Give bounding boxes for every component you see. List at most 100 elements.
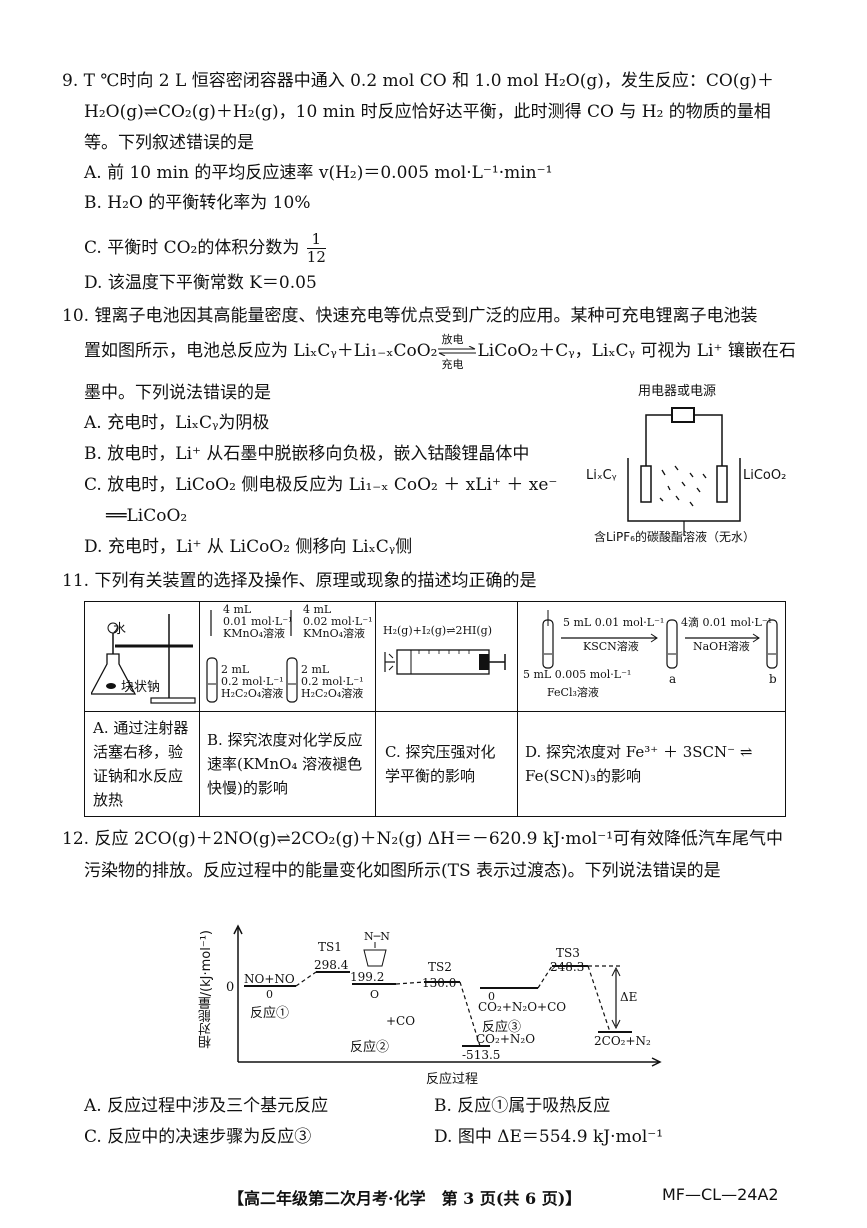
cell-d-desc: Fe(SCN)₃的影响: [525, 767, 642, 785]
table-divider: [85, 711, 785, 712]
cell-b-label: H₂C₂O₄溶液: [301, 687, 364, 700]
cell-b-label: 0.2 mol·L⁻¹: [221, 675, 284, 688]
cell-d-label: 5 mL 0.005 mol·L⁻¹: [523, 668, 632, 681]
label-delta-e: ΔE: [620, 990, 638, 1004]
cell-b-label: 4 mL: [303, 603, 332, 616]
q9-line2: H₂O(g)⇌CO₂(g)＋H₂(g)，10 min 时反应恰好达平衡，此时测得…: [84, 102, 771, 122]
cell-d-label: a: [669, 672, 677, 686]
cell-c-desc: 学平衡的影响: [385, 767, 476, 785]
cell-b-desc: B. 探究浓度对化学反应: [207, 731, 363, 749]
q10-arrow-icon: [438, 346, 477, 356]
q12-line2: 污染物的排放。反应过程中的能量变化如图所示(TS 表示过渡态)。下列说法错误的是: [84, 861, 721, 881]
q9-line1: 9. T ℃时向 2 L 恒容密闭容器中通入 0.2 mol CO 和 1.0 …: [62, 71, 774, 91]
cell-b-desc: 速率(KMnO₄ 溶液褪色: [207, 755, 363, 773]
q12-option-c: C. 反应中的决速步骤为反应③: [84, 1127, 312, 1147]
cell-a-label-sodium: 块状钠: [121, 680, 161, 695]
cell-a-desc: A. 通过注射器: [93, 719, 189, 737]
label-ts1: TS1: [318, 940, 342, 954]
q9-fraction-numerator: 1: [306, 231, 326, 249]
q10-option-b: B. 放电时，Li⁺ 从石墨中脱嵌移向负极，嵌入钴酸锂晶体中: [84, 444, 530, 464]
cell-c-desc: C. 探究压强对化: [385, 743, 496, 761]
cell-b-label: 2 mL: [301, 663, 330, 676]
label-co2-n2o: CO₂+N₂O: [476, 1032, 536, 1046]
cell-b-label: 4 mL: [223, 603, 252, 616]
energy-xlabel: 反应过程: [426, 1072, 479, 1087]
q10-arrow-top: 放电: [441, 333, 464, 346]
battery-figure: 用电器或电源 LiₓCᵧ LiCoO₂ 含LiPF₆的碳酸酯溶液（无水）: [580, 378, 790, 548]
cell-b-label: KMnO₄溶液: [303, 627, 365, 640]
cell-d-label: FeCl₃溶液: [547, 686, 599, 699]
q12-option-b: B. 反应①属于吸热反应: [434, 1096, 611, 1116]
value-513: -513.5: [462, 1048, 501, 1062]
q11-table: 水 块状钠 4 mL 0.01 mol·L⁻¹ KMnO₄溶液 4 mL 0.0…: [84, 601, 786, 817]
q11-stem: 11. 下列有关装置的选择及操作、原理或现象的描述均正确的是: [62, 571, 537, 591]
q9-line3: 等。下列叙述错误的是: [84, 133, 254, 153]
cell-a-desc: 放热: [93, 791, 124, 809]
q10-option-d: D. 充电时，Li⁺ 从 LiCoO₂ 侧移向 LiₓCᵧ侧: [84, 537, 413, 557]
page-footer: 【高二年级第二次月考·化学 第 3 页(共 6 页)】: [228, 1189, 582, 1208]
cell-d-label: 4滴 0.01 mol·L⁻¹: [681, 616, 773, 629]
label-o: O: [370, 988, 380, 1001]
value-ts2: 130.0: [422, 976, 457, 990]
value-ts1: 298.4: [314, 958, 349, 972]
q10-arrow-bottom: 充电: [441, 358, 464, 371]
label-co2-n2o-co: CO₂+N₂O+CO: [478, 1000, 567, 1014]
cell-d-label: NaOH溶液: [693, 640, 750, 653]
q9-option-c-text: C. 平衡时 CO₂的体积分数为: [84, 238, 300, 258]
cell-b-label: KMnO₄溶液: [223, 627, 285, 640]
table-divider: [517, 602, 518, 816]
cell-b-label: 0.02 mol·L⁻¹: [303, 615, 373, 628]
label-final: 2CO₂+N₂: [594, 1034, 651, 1048]
label-o-2: 0: [488, 990, 495, 1003]
q10-line2-pre: 置如图所示，电池总反应为 LiₓCᵧ＋Li₁₋ₓCoO₂: [84, 341, 438, 361]
battery-diagram: [627, 407, 741, 536]
q9-fraction-denominator: 12: [306, 248, 326, 266]
sodium-water-apparatus: [91, 614, 196, 704]
q10-option-a: A. 充电时，LiₓCᵧ为阴极: [84, 413, 270, 433]
cell-a-label-water: 水: [113, 622, 127, 637]
value-ts3: 248.3: [550, 960, 585, 974]
value-199: 199.2: [350, 970, 385, 984]
q12-option-a: A. 反应过程中涉及三个基元反应: [84, 1096, 329, 1116]
q10-option-c-line2: ══LiCoO₂: [106, 506, 188, 526]
iron-thiocyanate-tubes: [542, 610, 778, 669]
cell-c-label: H₂(g)+I₂(g)⇌2HI(g): [383, 624, 493, 637]
label-reaction-3: 反应③: [482, 1020, 522, 1035]
table-divider: [375, 602, 376, 816]
cell-a-desc: 证钠和水反应: [93, 767, 184, 785]
q10-line2-post: LiCoO₂＋Cᵧ，LiₓCᵧ 可视为 Li⁺ 镶嵌在石: [477, 341, 796, 361]
q10-line3: 墨中。下列说法错误的是: [84, 383, 271, 403]
cell-d-desc: D. 探究浓度对 Fe³⁺ ＋ 3SCN⁻ ⇌: [525, 743, 753, 761]
q12-option-d: D. 图中 ΔE＝554.9 kJ·mol⁻¹: [434, 1127, 664, 1147]
q9-fraction: 1 12: [306, 231, 326, 266]
energy-zero: 0: [226, 980, 235, 995]
label-ts3: TS3: [556, 946, 580, 960]
label-n-n: N─N: [364, 930, 390, 943]
battery-right-label: LiCoO₂: [743, 468, 787, 483]
battery-left-label: LiₓCᵧ: [586, 468, 617, 483]
kmno4-tubes: [206, 610, 298, 703]
label-reaction-2: 反应②: [350, 1040, 390, 1055]
cell-b-label: H₂C₂O₄溶液: [221, 687, 284, 700]
cell-b-label: 0.2 mol·L⁻¹: [301, 675, 364, 688]
q9-option-a: A. 前 10 min 的平均反应速率 v(H₂)＝0.005 mol·L⁻¹·…: [84, 163, 553, 183]
q12-line1: 12. 反应 2CO(g)＋2NO(g)⇌2CO₂(g)＋N₂(g) ΔH＝－6…: [62, 829, 784, 849]
cell-b-label: 0.01 mol·L⁻¹: [223, 615, 293, 628]
energy-ylabel: 相对能量/(kJ·mol⁻¹): [199, 930, 214, 1049]
battery-bottom-label: 含LiPF₆的碳酸酯溶液（无水）: [594, 530, 755, 544]
battery-top-label: 用电器或电源: [638, 384, 717, 399]
label-reaction-1: 反应①: [250, 1006, 290, 1021]
cell-d-label: b: [769, 672, 777, 686]
table-divider: [199, 602, 200, 816]
label-plus-co: +CO: [386, 1014, 416, 1028]
q10-reversible-arrow: 放电充电: [437, 333, 477, 371]
page-code: MF—CL—24A2: [662, 1185, 779, 1204]
q10-line1: 10. 锂离子电池因其高能量密度、快速充电等优点受到广泛的应用。某种可充电锂离子…: [62, 306, 758, 326]
energy-diagram: 相对能量/(kJ·mol⁻¹) 0 反应过程 NO+NO 0 反应① TS1 2…: [199, 920, 670, 1090]
label-no-no: NO+NO: [244, 972, 295, 986]
cell-b-desc: 快慢)的影响: [207, 779, 288, 797]
cell-d-label: 5 mL 0.01 mol·L⁻¹: [563, 616, 665, 629]
label-o: 0: [266, 988, 273, 1001]
cell-d-label: KSCN溶液: [583, 640, 639, 653]
